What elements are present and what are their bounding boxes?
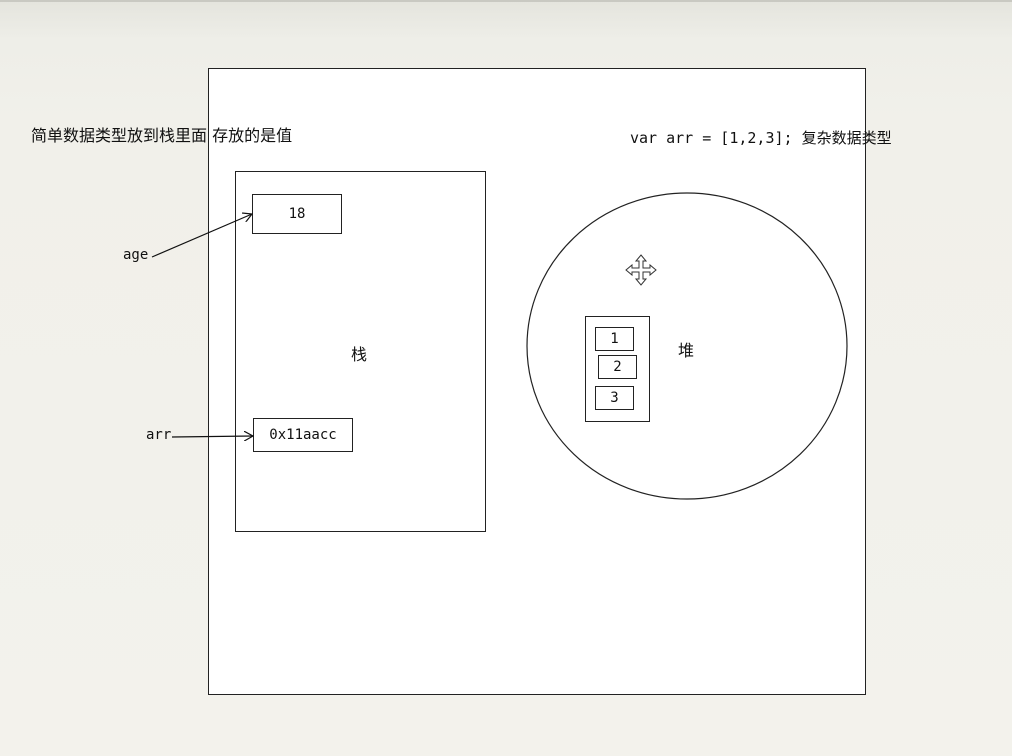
heap-array-item-text: 2 [613, 359, 622, 375]
heap-array-item: 2 [598, 355, 637, 379]
window-top-edge [0, 0, 1012, 2]
age-value-text: 18 [288, 206, 306, 222]
arr-address-cell: 0x11aacc [253, 418, 353, 452]
heap-array-item: 1 [595, 327, 634, 351]
simple-type-note: 简单数据类型放到栈里面 存放的是值 [31, 126, 293, 145]
complex-type-note: var arr = [1,2,3]; 复杂数据类型 [630, 129, 892, 147]
arr-address-text: 0x11aacc [269, 427, 337, 443]
heap-label: 堆 [678, 341, 695, 360]
age-variable-label: age [123, 247, 149, 263]
arr-variable-label: arr [146, 427, 172, 443]
heap-array-item: 3 [595, 386, 634, 410]
stack-label: 栈 [351, 345, 368, 364]
age-value-cell: 18 [252, 194, 342, 234]
heap-array-item-text: 3 [610, 390, 619, 406]
heap-array-item-text: 1 [610, 331, 619, 347]
